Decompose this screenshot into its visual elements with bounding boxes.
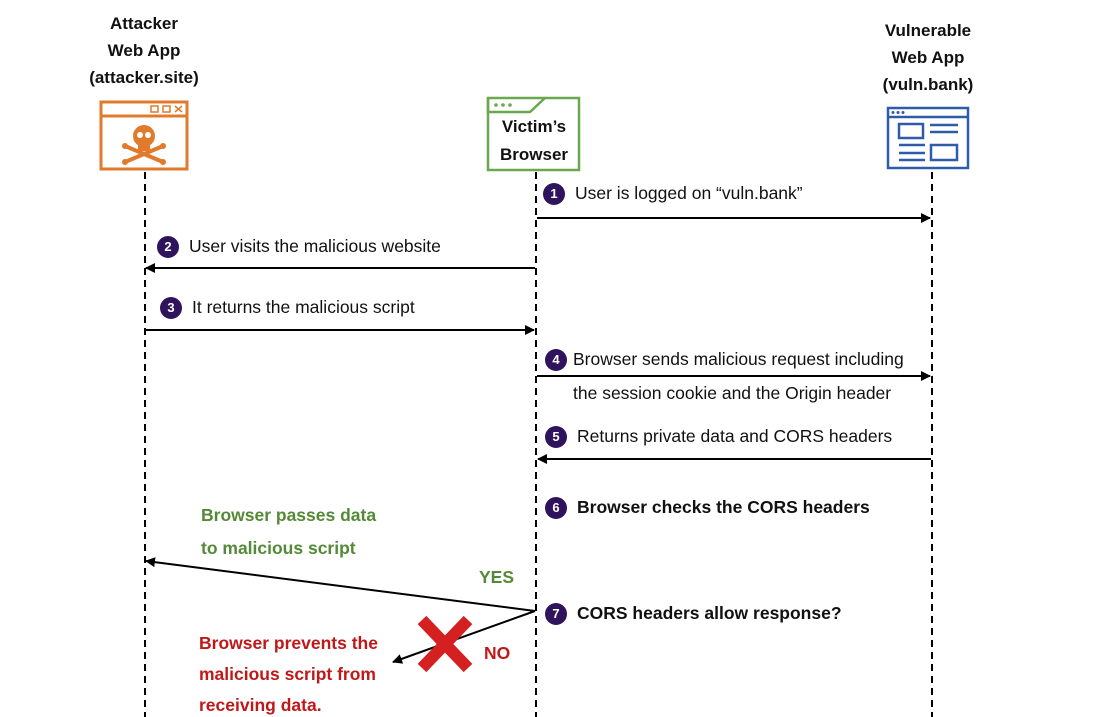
browser-window-icon [486, 96, 581, 172]
yes-text-line1: Browser passes data [201, 505, 377, 525]
yes-text-line2: to malicious script [201, 538, 356, 558]
no-text-line1: Browser prevents the [199, 633, 378, 653]
browser-title: Victim’s Browser [499, 117, 569, 164]
no-text-line3: receiving data. [199, 695, 322, 715]
vulnerable-title: Vulnerable Web App (vuln.bank) [882, 21, 974, 94]
red-x-icon [417, 615, 473, 673]
no-label: NO [484, 643, 511, 663]
arrow-no [392, 610, 536, 664]
arrow-yes [145, 557, 536, 612]
step-4-label-line2: the session cookie and the Origin header [573, 383, 892, 403]
web-page-icon [886, 106, 970, 170]
attacker-title: Attacker Web App (attacker.site) [89, 14, 199, 87]
yes-label: YES [479, 567, 515, 587]
no-text-line2: malicious script from [199, 664, 376, 684]
skull-crossbones-browser-icon [99, 100, 189, 171]
